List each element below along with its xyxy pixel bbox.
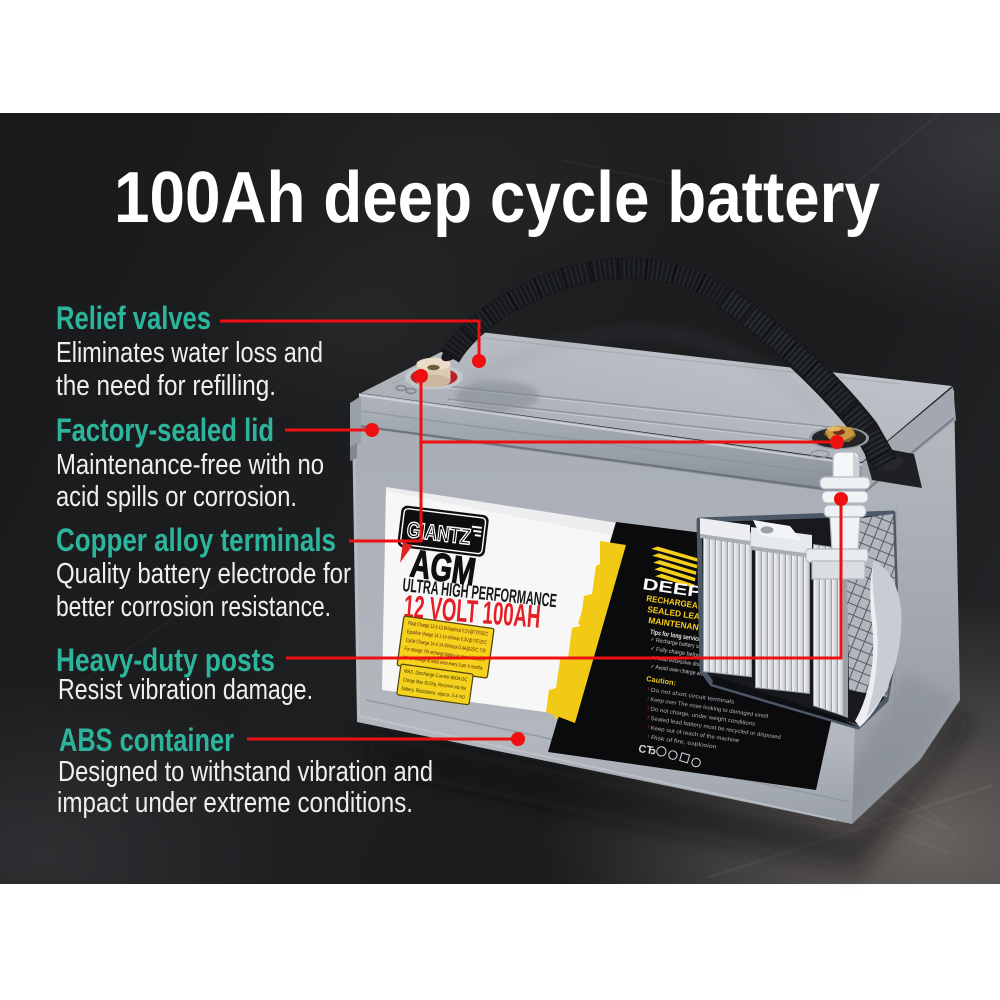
svg-text:CЂ: CЂ (638, 743, 657, 757)
svg-text:AGM: AGM (408, 542, 479, 594)
svg-text:Caution:: Caution: (646, 674, 677, 687)
